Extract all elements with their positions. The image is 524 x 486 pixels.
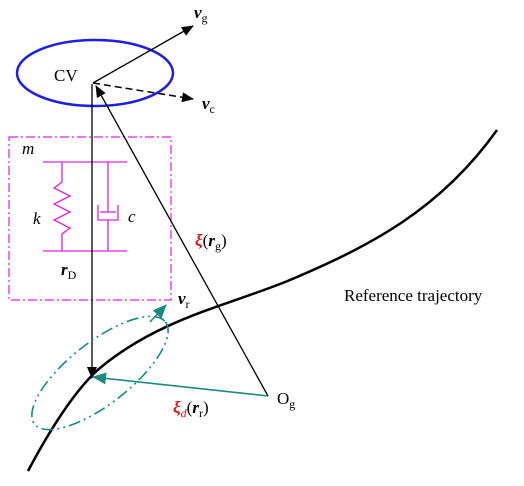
mass-label: m — [22, 139, 34, 158]
origin-label: Og — [277, 389, 295, 411]
local-ellipse — [31, 315, 169, 431]
reference-trajectory-label: Reference trajectory — [344, 286, 483, 305]
xi-rg-label: ξ(rg) — [195, 231, 227, 253]
reference-trajectory — [26, 129, 499, 472]
damper-c-label: c — [128, 207, 136, 226]
vc-arrow — [92, 82, 194, 103]
cv-label: CV — [54, 66, 78, 85]
vg-arrow — [92, 25, 194, 84]
vr-arrow — [149, 304, 167, 323]
spring-k-label: k — [33, 209, 41, 228]
rD-label: rD — [61, 260, 77, 282]
cv-ellipse — [15, 38, 175, 108]
xi-d-label: ξd(rr) — [173, 398, 209, 420]
mass-box — [8, 136, 172, 301]
vg-label: vg — [194, 3, 208, 25]
xi-d-arrow — [92, 372, 269, 397]
vr-label: vr — [178, 289, 190, 311]
spring-damper — [43, 161, 127, 252]
xi-rg-arrow — [95, 85, 269, 397]
vc-label: vc — [202, 94, 215, 116]
